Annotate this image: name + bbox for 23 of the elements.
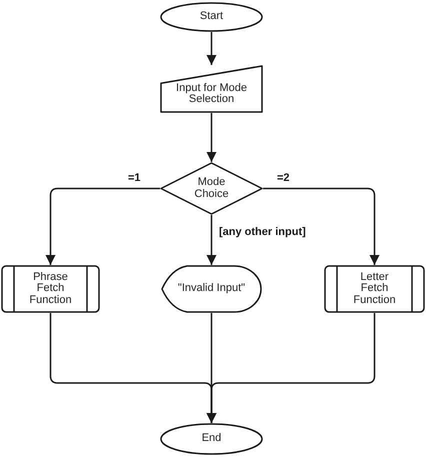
predefined-process-box <box>1 265 100 313</box>
node-label: End <box>202 433 222 445</box>
node-label: "Invalid Input" <box>178 283 246 295</box>
node-label: Start <box>200 11 224 23</box>
arrow <box>46 188 160 265</box>
node-label: Phrase Fetch Function <box>28 272 73 306</box>
edge-label: =2 <box>276 172 291 184</box>
display-shape <box>161 265 262 313</box>
node-label: Letter Fetch Function <box>352 272 397 306</box>
node-label: Mode Choice <box>193 177 230 200</box>
decision-diamond <box>160 162 263 215</box>
arrow <box>263 188 380 265</box>
arrow <box>206 215 216 265</box>
arrow <box>206 113 216 162</box>
edge-label: =1 <box>127 172 142 184</box>
terminal-ellipse <box>160 423 263 455</box>
manual-input-shape <box>160 65 263 113</box>
terminal-ellipse <box>160 2 263 32</box>
node-label: Input for Mode Selection <box>175 82 248 106</box>
predefined-process-box <box>324 265 425 313</box>
arrow <box>206 313 376 423</box>
edge-label: [any other input] <box>218 226 307 238</box>
arrow <box>206 32 216 65</box>
